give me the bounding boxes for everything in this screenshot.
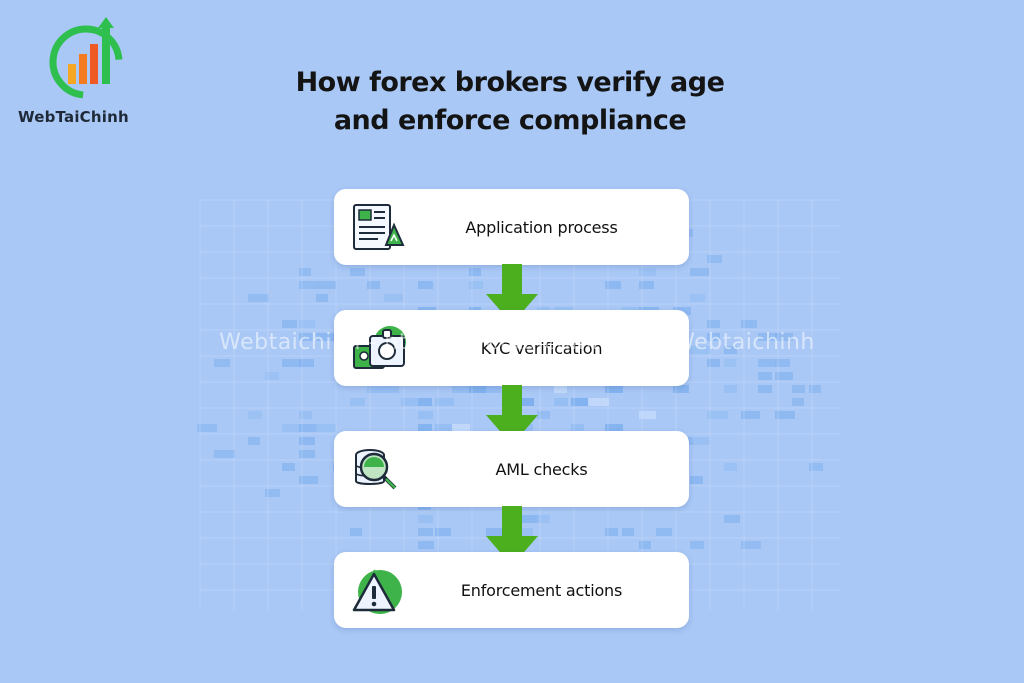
diagram-title: How forex brokers verify age and enforce… bbox=[260, 64, 760, 140]
arrow-down-icon bbox=[486, 264, 538, 324]
magnifier-database-icon bbox=[355, 449, 397, 490]
arrow-down-icon bbox=[486, 506, 538, 566]
step-label: Application process bbox=[465, 217, 618, 237]
brand-name: WebTaiChinh bbox=[18, 108, 129, 126]
step-label: Enforcement actions bbox=[460, 580, 623, 600]
step-label: AML checks bbox=[495, 459, 588, 479]
warning-triangle-icon bbox=[352, 569, 402, 614]
step-application-process: Application process bbox=[334, 189, 689, 265]
id-camera-icon bbox=[353, 326, 406, 369]
title-line-2: and enforce compliance bbox=[333, 105, 687, 136]
title-line-1: How forex brokers verify age bbox=[295, 67, 725, 98]
step-enforcement-actions: Enforcement actions bbox=[334, 552, 689, 628]
arrow-down-icon bbox=[486, 385, 538, 445]
step-label: KYC verification bbox=[480, 338, 603, 358]
brand-logo: WebTaiChinh bbox=[14, 14, 164, 134]
application-form-icon bbox=[353, 204, 405, 250]
step-aml-checks: AML checks bbox=[334, 431, 689, 507]
step-kyc-verification: KYC verification bbox=[334, 310, 689, 386]
growth-chart-logo-icon bbox=[49, 17, 123, 99]
